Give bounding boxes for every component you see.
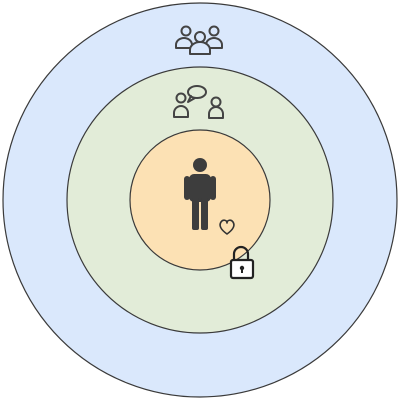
person-icon (184, 158, 216, 230)
group-icon (175, 25, 223, 55)
heart-icon (219, 219, 235, 235)
padlock-icon (229, 245, 255, 280)
conversation-icon (173, 85, 224, 119)
